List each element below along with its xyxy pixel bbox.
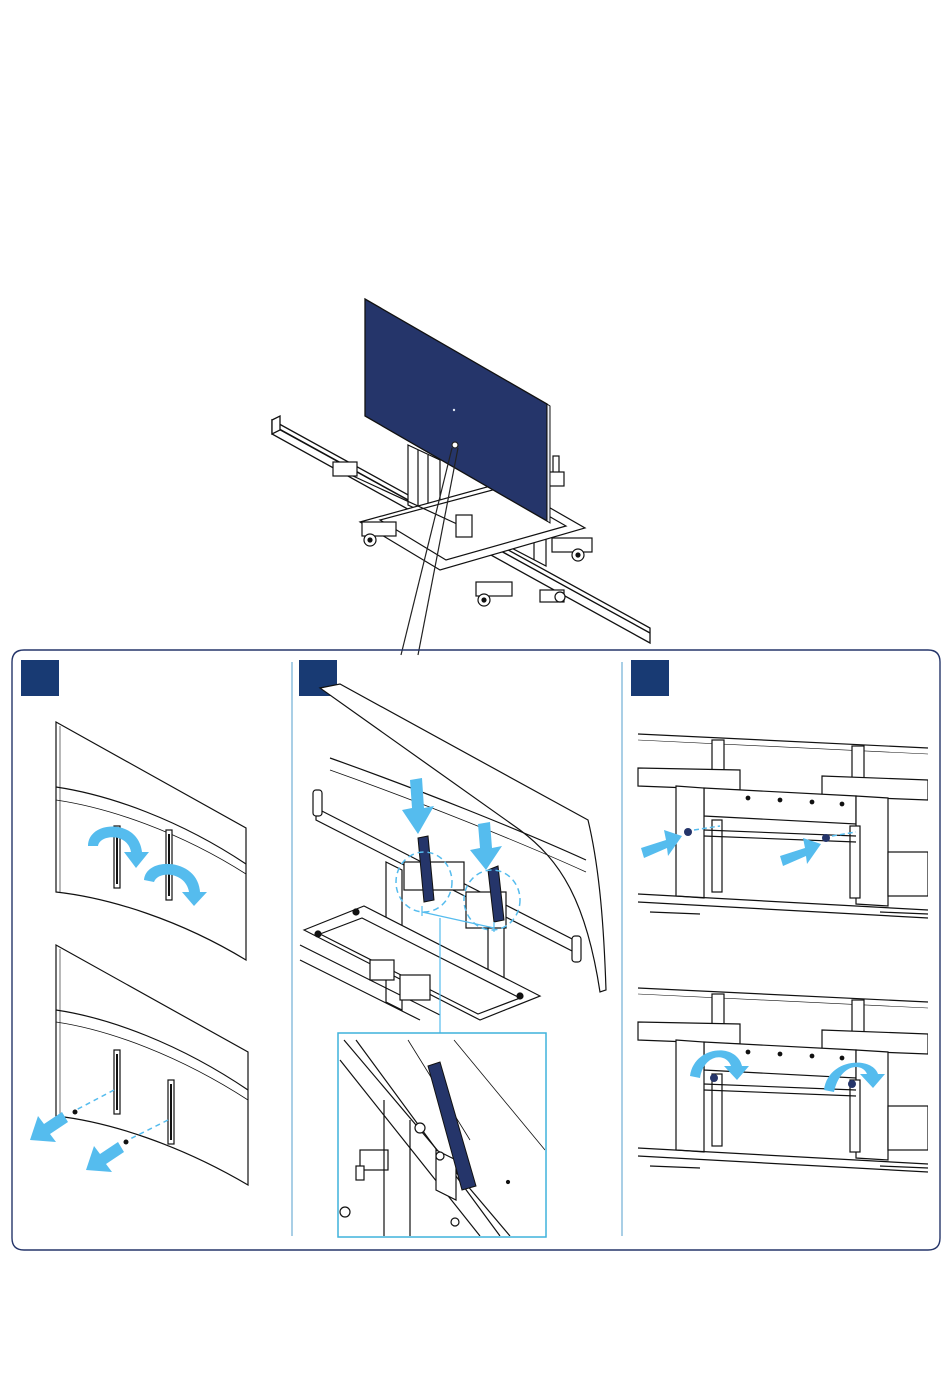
step-3-top: [638, 734, 928, 918]
pull-arrow-icon: [30, 1112, 68, 1142]
hero-assembly: [272, 299, 650, 655]
arrow-right-icon: [780, 838, 821, 866]
step-badge-3: [631, 660, 669, 696]
arrow-down-icon: [470, 822, 502, 870]
step-1-panel: [30, 722, 248, 1185]
detail-zoom: [338, 1033, 546, 1237]
step-badge-1: [21, 660, 59, 696]
pull-arrow-icon: [86, 1142, 124, 1172]
display-back-top: [56, 722, 246, 960]
step-2-panel: [300, 684, 606, 1034]
display-back-bottom: [56, 945, 248, 1185]
step-3-bottom: [638, 988, 928, 1172]
